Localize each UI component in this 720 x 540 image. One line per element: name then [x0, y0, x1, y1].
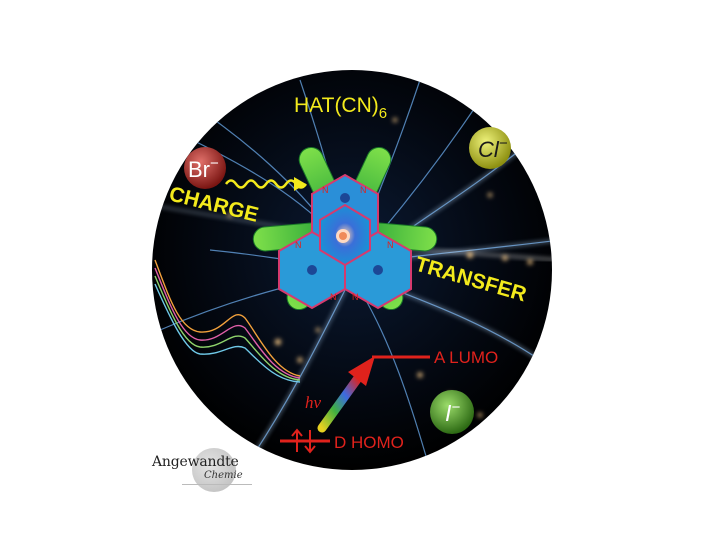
spin-up-icon: [291, 428, 303, 452]
chloride-label: Cl−: [478, 135, 508, 162]
journal-logo: Angewandte Chemie: [152, 448, 262, 492]
spin-down-icon: [304, 430, 316, 454]
excitation-arrowhead: [348, 356, 375, 386]
wavy-arrowhead: [294, 177, 306, 191]
molecule-title: HAT(CN)6: [294, 94, 387, 122]
nitrogen-label: N: [360, 185, 367, 195]
hat-cn6-molecule: N N N N N N: [252, 146, 438, 311]
bromide-label: Br−: [188, 155, 219, 182]
absorption-spectra: [154, 259, 301, 383]
logo-divider: [182, 484, 252, 485]
nitrogen-label: N: [330, 292, 337, 302]
logo-sub-text: Chemie: [204, 470, 243, 481]
nitrogen-label: N: [322, 185, 329, 195]
homo-label: D HOMO: [334, 433, 404, 452]
excitation-arrow: [317, 373, 363, 433]
iodide-sphere: [430, 390, 474, 434]
bromide-sphere: [184, 147, 226, 189]
photon-label: hν: [305, 393, 322, 412]
nitrogen-label: N: [295, 240, 302, 250]
iodide-label: I−: [445, 399, 460, 426]
chloride-sphere: [469, 127, 511, 169]
energy-level-diagram: [280, 355, 430, 454]
wavy-arrow-icon: [224, 179, 308, 189]
logo-main-text: Angewandte: [152, 454, 239, 470]
nitrogen-label: N: [352, 292, 359, 302]
lumo-label: A LUMO: [434, 348, 498, 367]
nitrogen-label: N: [387, 240, 394, 250]
